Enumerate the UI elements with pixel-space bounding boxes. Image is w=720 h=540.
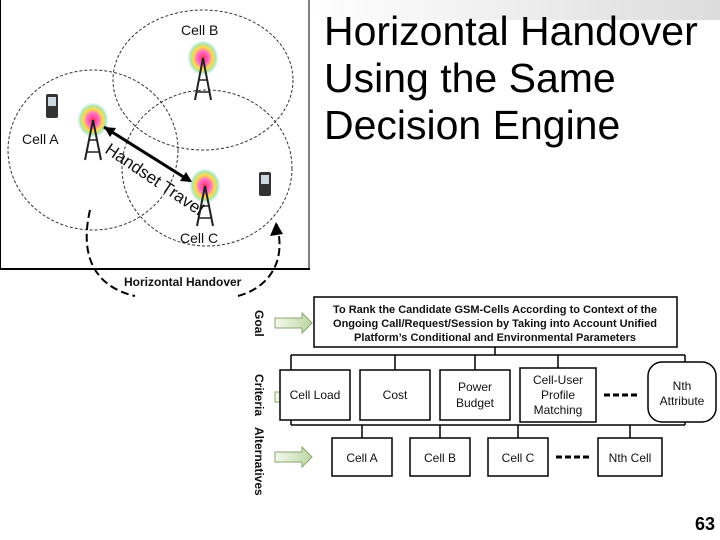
alternatives-arrow-icon [274,445,313,469]
slide-title: Horizontal Handover Using the Same Decis… [324,8,698,148]
cell-b-label: Cell B [181,22,218,38]
criterion-profile-matching-label-line-3: Matching [534,403,583,417]
handover-arc-arrow-icon [270,222,283,236]
goal-text-line-2: Ongoing Call/Request/Session by Taking i… [333,318,657,330]
criterion-cell-load-label: Cell Load [290,388,341,402]
alternatives-level-label: Alternatives [252,427,266,496]
criterion-nth-attribute-box [647,361,717,423]
network-figure: Cell B Cell A Cell C [0,0,310,297]
page-number: 63 [694,514,715,534]
alternative-cell-c-label: Cell C [502,451,535,465]
alternative-nth-cell-box [597,437,663,477]
tower-c-icon [189,168,221,227]
criteria-level-label: Criteria [252,374,266,416]
alternative-cell-b-label: Cell B [424,451,456,465]
criterion-cost-label: Cost [383,388,408,402]
criterion-cell-load-box [279,369,351,421]
criterion-cost-box [359,369,431,421]
travel-arrow-end-icon [180,172,192,182]
criterion-nth-attribute-label-line-1: Nth [673,379,692,393]
decision-hierarchy: Goal Criteria Alternatives To Rank the C… [252,296,717,496]
handset-left-icon [46,94,58,118]
criterion-power-budget-box [439,369,511,421]
criterion-profile-matching-box [519,367,597,423]
handset-right-icon [259,172,271,196]
handover-caption: Horizontal Handover [124,275,242,289]
criterion-profile-matching-label-line-1: Cell-User [533,373,583,387]
alternative-cell-a-label: Cell A [346,451,377,465]
cell-c-coverage [121,89,293,247]
criterion-power-budget-label-line-1: Power [458,380,492,394]
alternative-cell-b-box [409,437,471,477]
handover-arc [85,209,281,297]
alternative-cell-a-box [331,437,393,477]
goal-box [313,296,678,348]
travel-arrow-start-icon [104,127,116,137]
tower-a-icon [77,102,109,161]
criterion-profile-matching-label-line-2: Profile [541,388,575,402]
cell-b-coverage [112,9,294,151]
alternative-cell-c-box [487,437,549,477]
goal-level-label: Goal [252,310,266,337]
cell-a-label: Cell A [22,131,59,147]
cell-c-label: Cell C [180,230,218,246]
alternative-nth-cell-label: Nth Cell [609,451,652,465]
cell-a-coverage [7,69,179,231]
criterion-power-budget-label-line-2: Budget [456,396,495,410]
handset-travel-path [103,125,191,183]
title-background [312,0,720,20]
goal-text-line-3: Platform’s Conditional and Environmental… [354,332,636,344]
tower-b-icon [187,40,219,101]
criterion-nth-attribute-label-line-2: Attribute [660,394,705,408]
goal-arrow-icon [274,311,313,335]
goal-text-line-1: To Rank the Candidate GSM-Cells Accordin… [333,304,657,316]
